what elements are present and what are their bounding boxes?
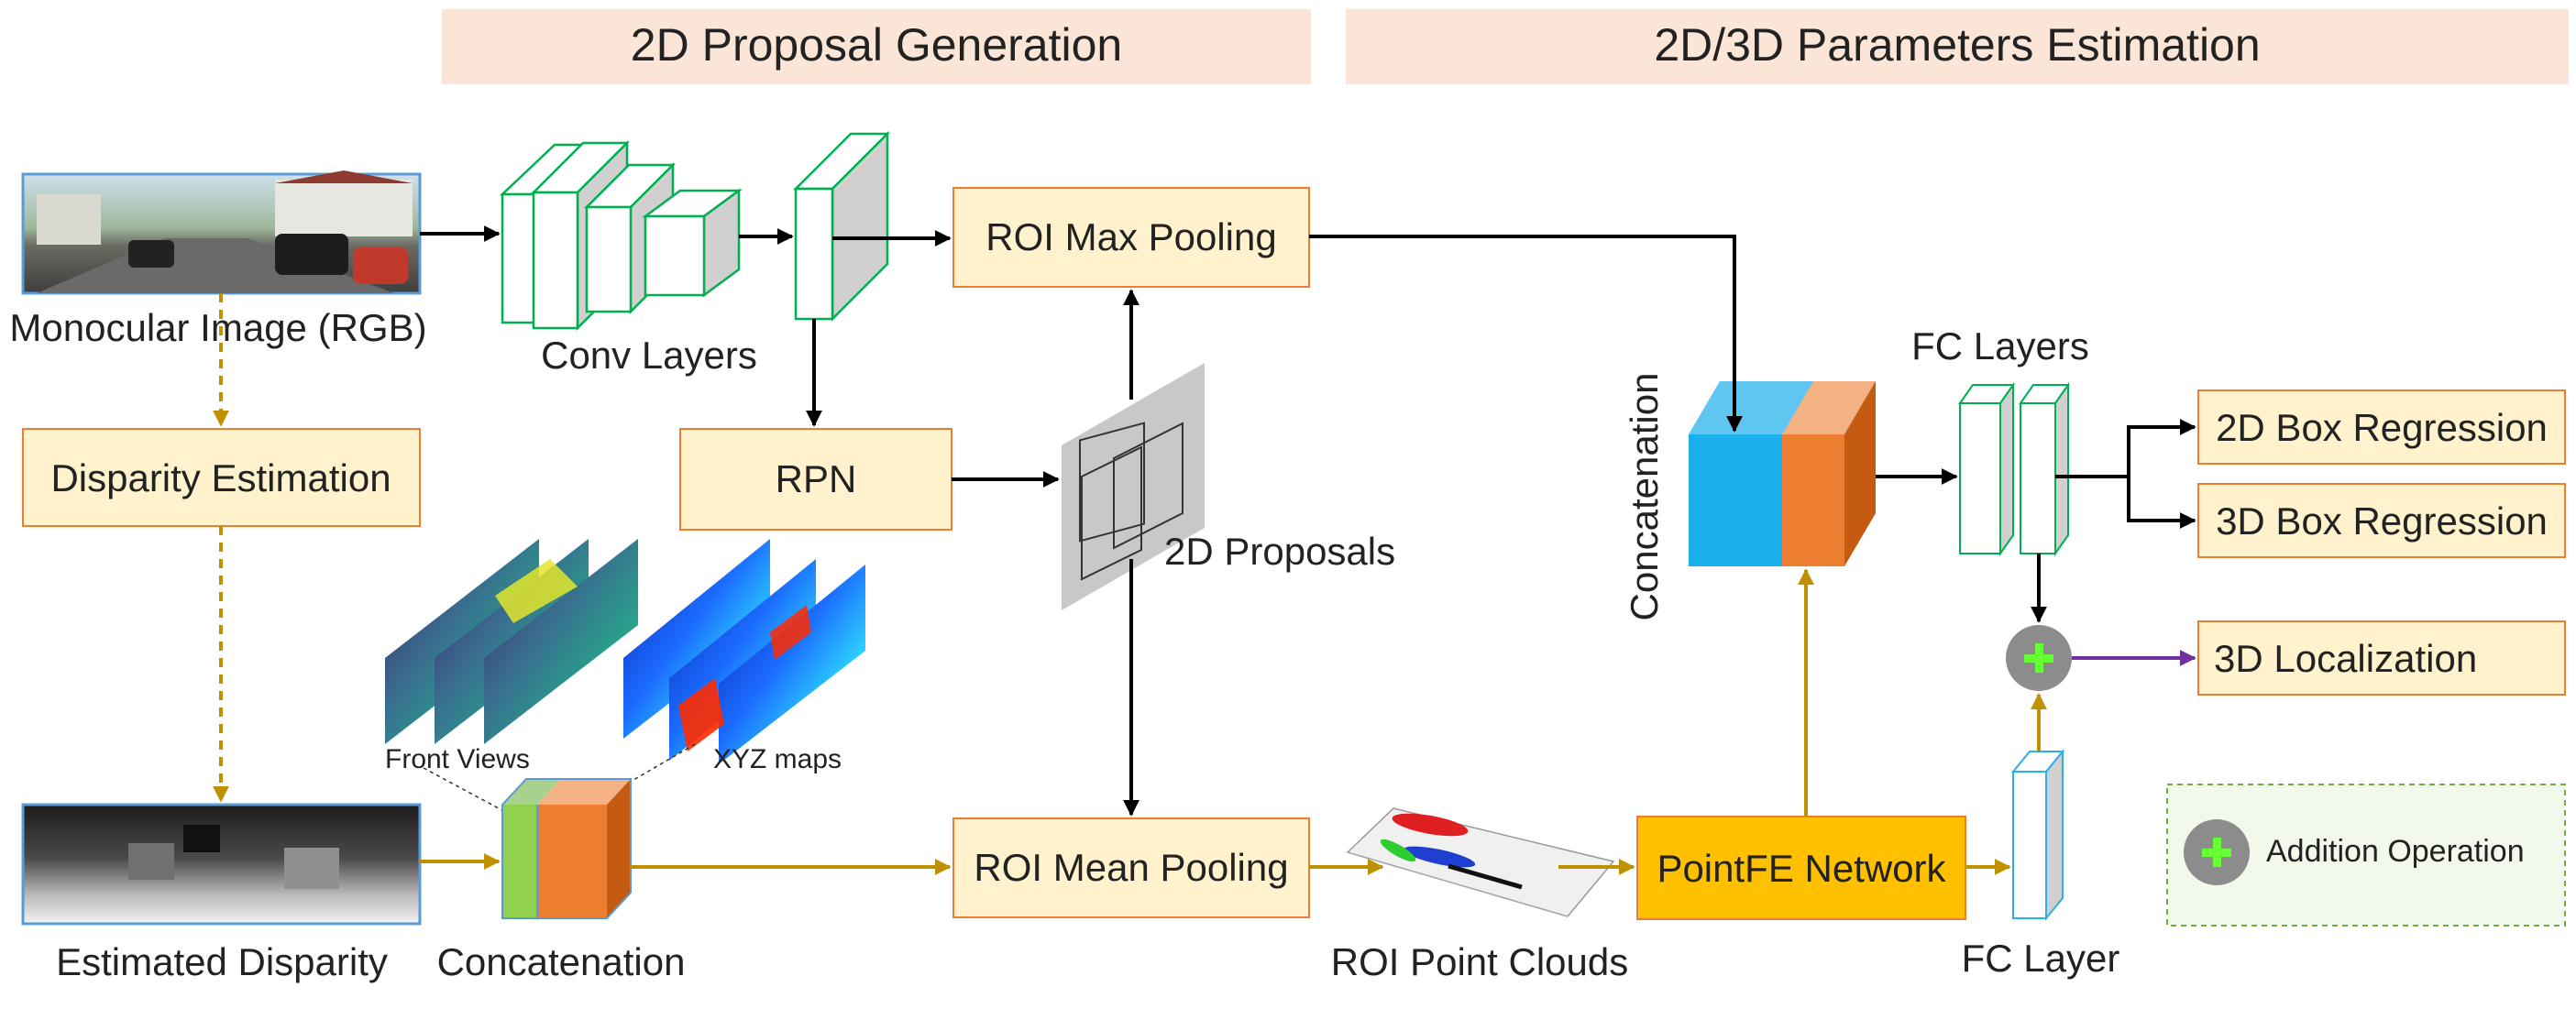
box-3d-regression: 3D Box Regression: [2197, 483, 2566, 558]
addition-node: [2006, 625, 2072, 691]
rpn-box: RPN: [679, 428, 952, 531]
box-2d-regression-label: 2D Box Regression: [2216, 406, 2548, 449]
proposals-2d-panel: [1062, 363, 1205, 610]
concatenation-block-right: [1689, 381, 1876, 566]
front-views-label: Front Views: [385, 744, 530, 774]
concatenation-block-bottom: [501, 778, 632, 919]
xyz-maps: [623, 539, 865, 764]
xyz-maps-label: XYZ maps: [713, 744, 842, 774]
proposals-2d-label: 2D Proposals: [1164, 530, 1395, 573]
monocular-image-label: Monocular Image (RGB): [9, 306, 426, 349]
fc-layers-blocks: [1958, 381, 2070, 557]
fc-layer-block: [2010, 749, 2065, 921]
estimated-disparity-label: Estimated Disparity: [56, 940, 388, 983]
front-views-maps: [385, 539, 638, 744]
roi-mean-pooling-box: ROI Mean Pooling: [952, 817, 1310, 918]
localization-3d-label: 3D Localization: [2214, 637, 2477, 680]
legend-addition-label: Addition Operation: [2266, 834, 2525, 869]
box-3d-regression-label: 3D Box Regression: [2216, 499, 2548, 543]
section-header-proposal-generation: 2D Proposal Generation: [442, 9, 1311, 84]
roi-point-clouds-label: ROI Point Clouds: [1331, 940, 1628, 983]
feature-map-block: [792, 130, 891, 323]
arrow-roi-max-to-concat: [1309, 235, 1743, 433]
arrow-fc-to-3d-box: [2127, 477, 2196, 529]
black-arrows: [420, 225, 2196, 817]
section-title-parameters-estimation: 2D/3D Parameters Estimation: [1654, 19, 2260, 71]
roi-max-pooling-label: ROI Max Pooling: [985, 215, 1276, 258]
section-header-parameters-estimation: 2D/3D Parameters Estimation: [1346, 9, 2569, 84]
estimated-disparity-image: [21, 803, 422, 926]
concatenation-right-label: Concatenation: [1623, 373, 1666, 621]
roi-mean-pooling-label: ROI Mean Pooling: [974, 846, 1288, 889]
pointfe-network-label: PointFE Network: [1657, 847, 1946, 890]
roi-max-pooling-box: ROI Max Pooling: [952, 187, 1310, 288]
roi-point-clouds-plot: [1346, 807, 1615, 917]
localization-3d-box: 3D Localization: [2197, 620, 2566, 696]
concatenation-bottom-label: Concatenation: [437, 940, 686, 983]
monocular-image: [21, 170, 422, 295]
disparity-estimation-label: Disparity Estimation: [50, 456, 391, 499]
fc-layers-label: FC Layers: [1911, 324, 2089, 367]
arrow-fc-to-2d-box: [2055, 419, 2196, 478]
rpn-label: RPN: [776, 457, 857, 500]
section-title-proposal-generation: 2D Proposal Generation: [631, 19, 1122, 71]
fc-layer-label: FC Layer: [1962, 937, 2120, 980]
disparity-estimation-box: Disparity Estimation: [22, 428, 421, 527]
legend-box: Addition Operation: [2166, 784, 2566, 927]
conv-layers-blocks: [499, 139, 743, 332]
box-2d-regression: 2D Box Regression: [2197, 389, 2566, 465]
gold-arrows: [213, 293, 2047, 875]
front-views-guide: [423, 767, 510, 815]
conv-layers-label: Conv Layers: [541, 334, 757, 377]
pointfe-network-box: PointFE Network: [1636, 816, 1966, 920]
